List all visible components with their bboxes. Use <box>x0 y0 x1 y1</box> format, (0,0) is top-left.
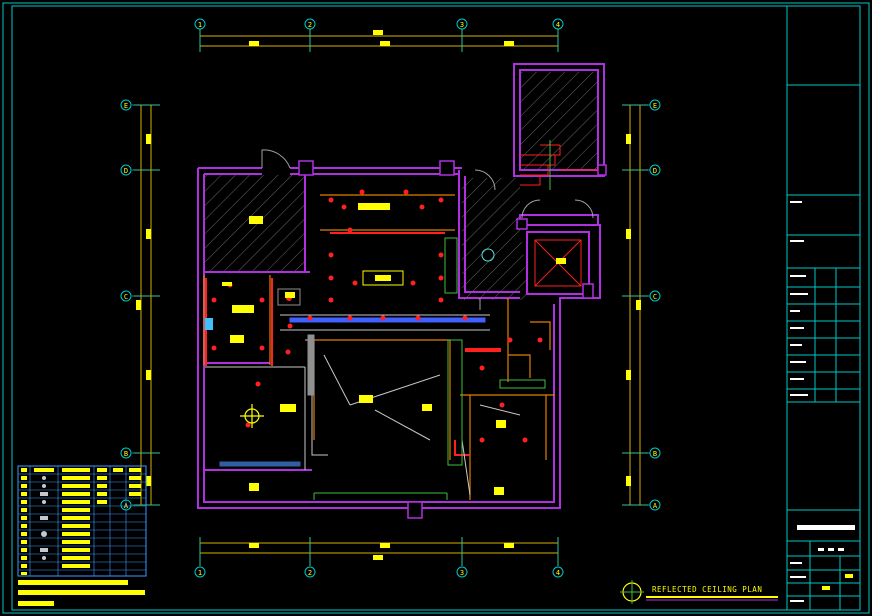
drawing-title: REFLECTED CEILING PLAN <box>652 585 762 594</box>
red-accents <box>285 292 501 352</box>
grid-axis-lines <box>132 30 650 566</box>
grid-label-right-c: C <box>653 293 657 301</box>
columns <box>298 160 607 519</box>
drawing-title-block: REFLECTED CEILING PLAN <box>620 580 778 604</box>
hatched-areas <box>205 72 598 300</box>
grid-label-bottom-4: 4 <box>556 569 560 577</box>
grid-label-left-b: B <box>124 450 128 458</box>
grid-label-top-3: 3 <box>460 21 464 29</box>
lamp-symbol <box>240 404 264 428</box>
grid-label-bottom-1: 1 <box>198 569 202 577</box>
grid-label-top-1: 1 <box>198 21 202 29</box>
grid-bubble-labels: 1 2 3 4 1 2 3 4 E D C B A E D C B A <box>124 21 658 577</box>
grid-label-top-2: 2 <box>308 21 312 29</box>
grid-label-bottom-2: 2 <box>308 569 312 577</box>
grid-label-right-e: E <box>653 102 657 110</box>
stair <box>520 140 598 190</box>
grid-label-bottom-3: 3 <box>460 569 464 577</box>
room-labels <box>205 203 566 495</box>
title-block-marks <box>790 201 855 602</box>
title-block <box>786 6 860 610</box>
grid-label-left-d: D <box>124 167 128 175</box>
grid-label-left-c: C <box>124 293 128 301</box>
legend-table <box>17 465 147 606</box>
grid-label-right-a: A <box>653 502 658 510</box>
dimension-text-marks <box>136 30 641 560</box>
door-swings <box>261 149 594 310</box>
green-marks <box>313 237 546 500</box>
grid-label-right-d: D <box>653 167 657 175</box>
grid-label-top-4: 4 <box>556 21 560 29</box>
grid-label-right-b: B <box>653 450 657 458</box>
grid-label-left-e: E <box>124 102 128 110</box>
